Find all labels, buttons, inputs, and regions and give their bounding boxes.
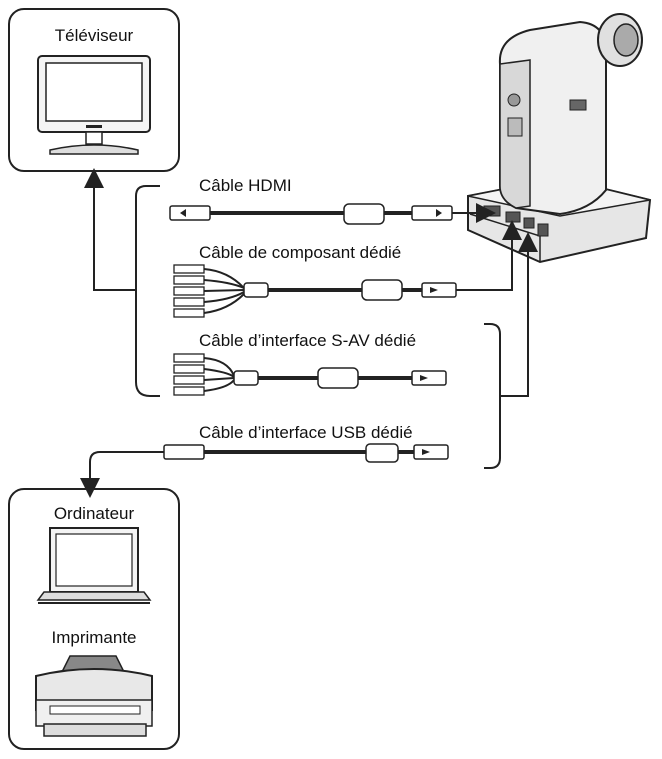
component-cable [173, 220, 522, 318]
computer-label: Ordinateur [53, 504, 135, 523]
printer-icon [35, 655, 153, 737]
printer-label: Imprimante [51, 628, 137, 647]
laptop-icon [36, 527, 152, 604]
sav-cable [173, 353, 447, 396]
usb-cable [80, 443, 449, 498]
hdmi-cable-label: Câble HDMI [199, 176, 292, 195]
sav-cable-label: Câble d’interface S-AV dédié [199, 331, 417, 350]
usb-cable-label: Câble d’interface USB dédié [199, 423, 413, 442]
tv-icon [37, 55, 151, 155]
component-cable-label: Câble de composant dédié [199, 243, 402, 262]
camcorder-dock-icon [467, 13, 652, 264]
hdmi-cable [169, 203, 496, 225]
tv-label: Téléviseur [54, 26, 134, 45]
tv-bracket [84, 168, 160, 397]
camera-bracket [484, 232, 538, 469]
